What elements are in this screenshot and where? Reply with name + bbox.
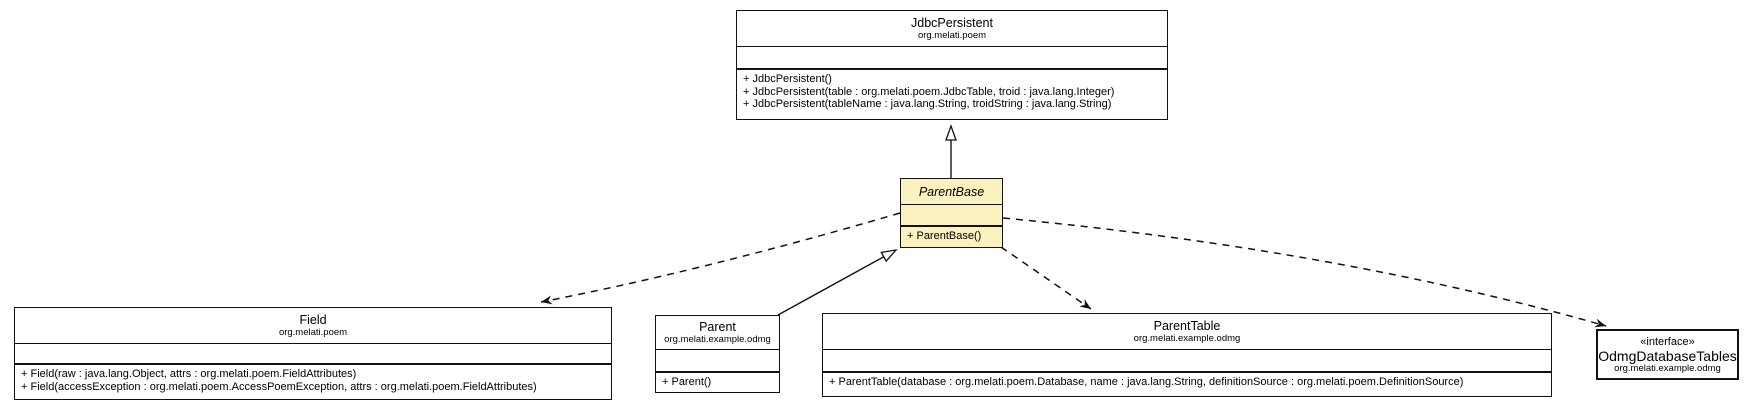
class-name: ParentTable: [1153, 319, 1221, 333]
dependency-parentbase-to-parenttable: [1000, 246, 1092, 310]
attributes-compartment: [656, 349, 779, 371]
class-package: org.melati.poem: [278, 327, 348, 338]
class-box-parentbase: ParentBase + ParentBase(): [900, 178, 1003, 248]
methods-compartment: + Field(raw : java.lang.Object, attrs : …: [15, 363, 611, 393]
class-name: Field: [299, 313, 327, 327]
methods-compartment: + Parent(): [656, 371, 779, 389]
class-title-field: Field org.melati.poem: [15, 308, 611, 343]
class-package: org.melati.example.odmg: [664, 334, 771, 345]
class-package: org.melati.example.odmg: [1133, 333, 1241, 344]
class-title-jdbcpersistent: JdbcPersistent org.melati.poem: [737, 11, 1167, 46]
attributes-compartment: [901, 204, 1002, 225]
interface-title-odmgdatabasetables: «interface» OdmgDatabaseTables org.melat…: [1598, 331, 1737, 378]
class-title-parent: Parent org.melati.example.odmg: [656, 316, 779, 349]
class-name: OdmgDatabaseTables: [1598, 347, 1737, 364]
class-title-parentbase: ParentBase: [901, 179, 1002, 204]
class-box-field: Field org.melati.poem + Field(raw : java…: [14, 307, 612, 400]
class-name: ParentBase: [918, 184, 985, 199]
methods-compartment: + JdbcPersistent() + JdbcPersistent(tabl…: [737, 68, 1167, 111]
attributes-compartment: [15, 343, 611, 363]
class-name: JdbcPersistent: [911, 16, 993, 30]
methods-compartment: + ParentTable(database : org.melati.poem…: [823, 371, 1551, 389]
methods-compartment: + ParentBase(): [901, 225, 1002, 243]
method-signature: + Parent(): [662, 376, 712, 388]
dependency-parentbase-to-odmgdatabasetables: [1002, 217, 1607, 328]
class-title-parenttable: ParentTable org.melati.example.odmg: [823, 314, 1551, 349]
class-package: org.melati.poem: [917, 30, 987, 41]
class-name: Parent: [699, 320, 736, 334]
attributes-compartment: [823, 349, 1551, 371]
class-package: org.melati.example.odmg: [1614, 362, 1721, 374]
class-box-parenttable: ParentTable org.melati.example.odmg + Pa…: [822, 313, 1552, 397]
method-signature: + JdbcPersistent(table : org.melati.poem…: [743, 85, 1115, 98]
class-box-parent: Parent org.melati.example.odmg + Parent(…: [655, 315, 780, 393]
method-signature: + Field(accessException : org.melati.poe…: [21, 380, 537, 393]
dependency-parentbase-to-field: [540, 212, 901, 305]
interface-box-odmgdatabasetables: «interface» OdmgDatabaseTables org.melat…: [1596, 329, 1739, 380]
stereotype-label: «interface»: [1640, 335, 1695, 348]
method-signature: + ParentBase(): [907, 230, 982, 242]
class-box-jdbcpersistent: JdbcPersistent org.melati.poem + JdbcPer…: [736, 10, 1168, 120]
method-signature: + JdbcPersistent(): [743, 73, 832, 85]
attributes-compartment: [737, 46, 1167, 68]
method-signature: + JdbcPersistent(tableName : java.lang.S…: [743, 98, 1112, 110]
method-signature: + Field(raw : java.lang.Object, attrs : …: [21, 368, 357, 380]
method-signature: + ParentTable(database : org.melati.poem…: [829, 376, 1464, 388]
generalization-parent-to-parentbase: [777, 249, 898, 316]
